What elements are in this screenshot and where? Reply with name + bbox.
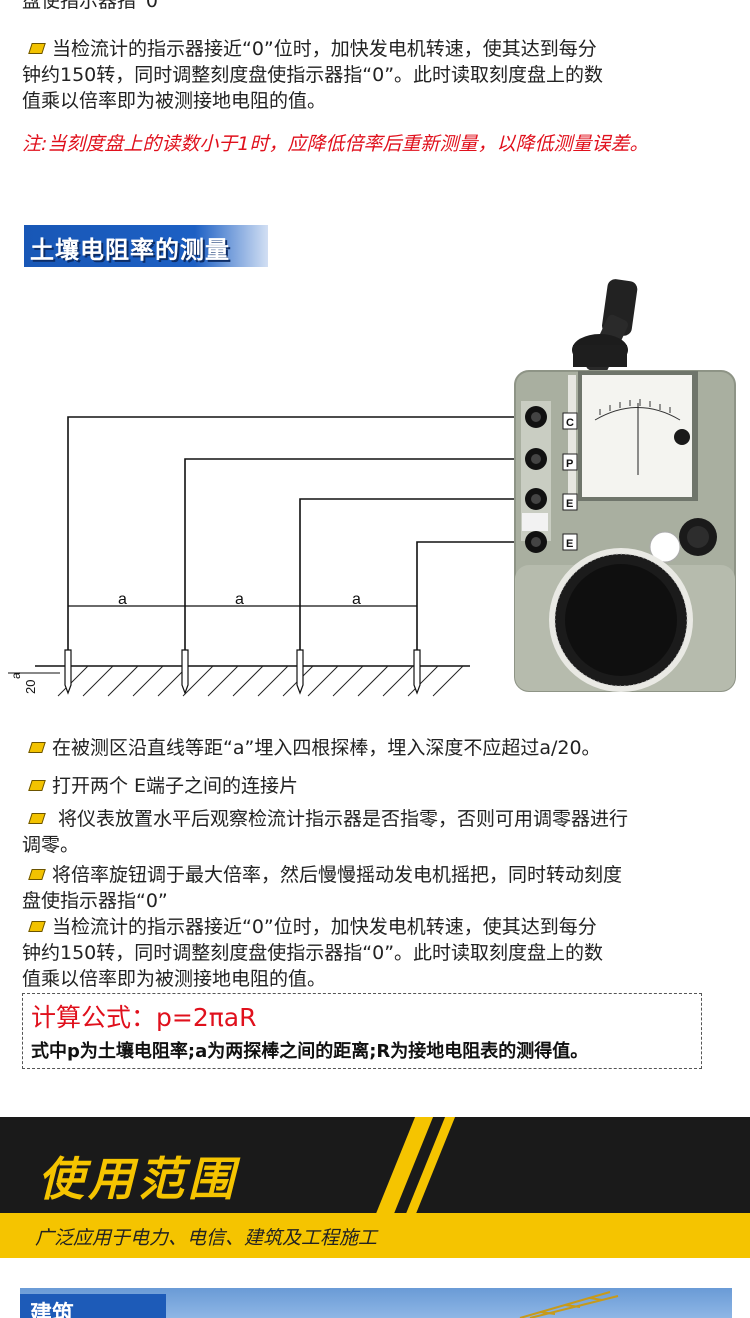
step-item-cont: 盘使指示器指“0”	[22, 890, 168, 912]
photo-label: 建筑	[30, 1302, 75, 1318]
spacing-label-1: a	[118, 591, 127, 608]
probe-2	[181, 649, 189, 695]
section-title: 土壤电阻率的测量	[30, 236, 230, 264]
step-item: 当检流计的指示器接近“0”位时，加快发电机转速，使其达到每分	[28, 914, 597, 940]
probe-1	[64, 649, 72, 695]
bullet-icon	[28, 780, 46, 791]
probe-3	[296, 649, 304, 695]
formula-title: 计算公式：p=2πaR	[31, 1003, 257, 1032]
spacing-label-3: a	[352, 591, 361, 608]
ground-resistance-meter: C P E E	[514, 279, 736, 692]
wire-c	[67, 416, 528, 660]
intro-step-line3: 值乘以倍率即为被测接地电阻的值。	[22, 90, 327, 112]
step-item: 打开两个 E端子之间的连接片	[28, 773, 298, 799]
crane-graphic	[519, 1291, 619, 1318]
bullet-icon	[28, 43, 46, 54]
ground-hatch	[57, 665, 464, 697]
bullet-icon	[28, 921, 46, 932]
usage-title: 使用范围	[38, 1152, 238, 1206]
terminal-label-c: C	[566, 417, 574, 429]
usage-subtitle-bar: 广泛应用于电力、电信、建筑及工程施工	[0, 1213, 750, 1258]
terminal-label-e2: E	[566, 538, 573, 550]
terminal-label-e1: E	[566, 498, 573, 510]
intro-step-line2: 钟约150转，同时调整刻度盘使指示器指“0”。此时读取刻度盘上的数	[22, 64, 604, 86]
step-item-cont: 钟约150转，同时调整刻度盘使指示器指“0”。此时读取刻度盘上的数	[22, 942, 604, 964]
cut-off-line: 盘使指示器指“0”	[22, 0, 168, 12]
wire-e2	[416, 541, 528, 660]
bullet-icon	[28, 742, 46, 753]
depth-label-20: 20	[23, 680, 38, 694]
construction-photo: 建筑	[20, 1288, 732, 1318]
probe-4	[413, 649, 421, 695]
intro-step: 当检流计的指示器接近“0”位时，加快发电机转速，使其达到每分	[28, 36, 730, 62]
bullet-icon	[28, 869, 46, 880]
section-title-banner: 土壤电阻率的测量	[24, 225, 268, 267]
step-item: 将仪表放置水平后观察检流计指示器是否指零，否则可用调零器进行	[28, 806, 628, 832]
formula-description: 式中p为土壤电阻率;a为两探棒之间的距离;R为接地电阻表的测得值。	[31, 1041, 589, 1062]
formula-box: 计算公式：p=2πaR 式中p为土壤电阻率;a为两探棒之间的距离;R为接地电阻表…	[22, 993, 702, 1069]
wire-e1	[299, 498, 528, 660]
usage-subtitle: 广泛应用于电力、电信、建筑及工程施工	[35, 1227, 378, 1249]
wire-p	[184, 458, 528, 660]
step-item: 在被测区沿直线等距“a”埋入四根探棒，埋入深度不应超过a/20。	[28, 735, 601, 761]
measurement-diagram: a 20 a a a	[8, 279, 736, 697]
step-item-cont: 调零。	[22, 834, 80, 856]
terminal-label-p: P	[566, 458, 573, 470]
depth-label-a: a	[9, 672, 23, 679]
spacing-label-2: a	[235, 591, 244, 608]
bullet-icon	[28, 813, 46, 824]
step-item: 将倍率旋钮调于最大倍率，然后慢慢摇动发电机摇把，同时转动刻度	[28, 862, 622, 888]
photo-label-box: 建筑	[20, 1294, 166, 1318]
warning-note: 注:当刻度盘上的读数小于1时，应降低倍率后重新测量，以降低测量误差。	[22, 133, 649, 155]
step-item-cont: 值乘以倍率即为被测接地电阻的值。	[22, 968, 327, 990]
